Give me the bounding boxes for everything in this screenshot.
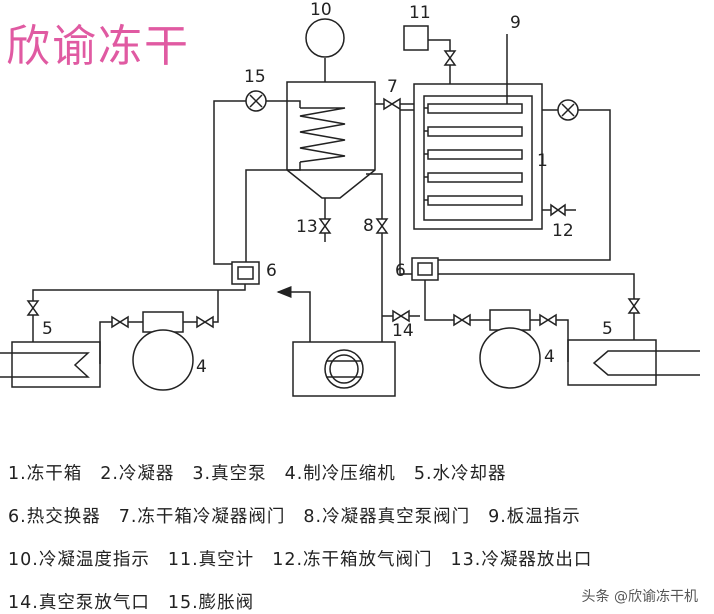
callout-4-left: 4: [196, 357, 207, 377]
legend-item: 6.热交换器: [8, 507, 101, 527]
legend-item: 7.冻干箱冷凝器阀门: [118, 507, 286, 527]
legend-row: 10.冷凝温度指示 11.真空计 12.冻干箱放气阀门 13.冷凝器放出口: [8, 546, 610, 571]
vacuum-pump: [292, 341, 396, 397]
callout-5-left: 5: [42, 319, 53, 339]
water-cooler-right: [567, 339, 700, 386]
valve-12: [550, 203, 566, 217]
valve-7: [383, 97, 401, 111]
legend-item: 8.冷凝器真空泵阀门: [303, 507, 471, 527]
callout-4-right: 4: [544, 347, 555, 367]
valve-8: [375, 218, 389, 234]
callout-5-right: 5: [602, 319, 613, 339]
callout-14: 14: [392, 321, 414, 341]
legend-item: 11.真空计: [167, 550, 255, 570]
callout-9: 9: [510, 13, 521, 33]
heat-exchanger-right: [411, 257, 439, 281]
freeze-dryer-schematic: 1 4 4 5 5 6 6 7 8 9 10 11 12 13 14 15: [0, 0, 700, 397]
legend-item: 9.板温指示: [488, 507, 581, 527]
callout-7: 7: [387, 77, 398, 97]
legend-row: 14.真空泵放气口 15.膨胀阀: [8, 589, 272, 614]
compressor-right: [479, 309, 541, 389]
callout-8: 8: [363, 216, 374, 236]
watermark: 头条 @欣谕冻干机: [581, 589, 698, 605]
valve-right-water: [627, 298, 641, 314]
legend-item: 5.水冷却器: [413, 464, 507, 484]
legend-item: 13.冷凝器放出口: [450, 550, 593, 570]
callout-11: 11: [409, 3, 431, 23]
condensing-temp-indicator: [305, 18, 345, 58]
condenser-coil: [299, 107, 346, 163]
freeze-dry-chamber: [413, 83, 543, 230]
callout-12: 12: [552, 221, 574, 241]
legend-row: 1.冻干箱 2.冷凝器 3.真空泵 4.制冷压缩机 5.水冷却器: [8, 460, 525, 485]
heat-exchanger-left: [231, 261, 260, 285]
legend-item: 14.真空泵放气口: [8, 593, 150, 613]
valve-left-water: [26, 300, 40, 316]
callout-6-right: 6: [395, 261, 406, 281]
valve-left-compressor-in: [111, 315, 129, 329]
valve-left-compressor-out: [196, 315, 214, 329]
legend-item: 3.真空泵: [192, 464, 267, 484]
legend-item: 4.制冷压缩机: [284, 464, 396, 484]
callout-15: 15: [244, 67, 266, 87]
legend-item: 1.冻干箱: [8, 464, 83, 484]
callout-6-left: 6: [266, 261, 277, 281]
legend-item: 12.冻干箱放气阀门: [272, 550, 433, 570]
water-cooler-left: [0, 341, 101, 388]
valve-right-compressor-out: [539, 313, 557, 327]
legend-item: 15.膨胀阀: [167, 593, 255, 613]
condenser: [286, 58, 376, 199]
valve-14: [392, 309, 410, 323]
compressor-left: [132, 311, 194, 391]
callout-10: 10: [310, 0, 332, 20]
legend-row: 6.热交换器 7.冻干箱冷凝器阀门 8.冷凝器真空泵阀门 9.板温指示: [8, 503, 599, 528]
brand-logo-text: 欣谕冻干: [6, 21, 190, 72]
valve-13: [318, 218, 332, 234]
valve-right-compressor-in: [453, 313, 471, 327]
legend-item: 2.冷凝器: [100, 464, 175, 484]
vacuum-gauge: [403, 25, 429, 51]
valve-gauge: [443, 50, 457, 66]
callout-1: 1: [537, 151, 548, 171]
callout-13: 13: [296, 217, 318, 237]
legend-item: 10.冷凝温度指示: [8, 550, 150, 570]
